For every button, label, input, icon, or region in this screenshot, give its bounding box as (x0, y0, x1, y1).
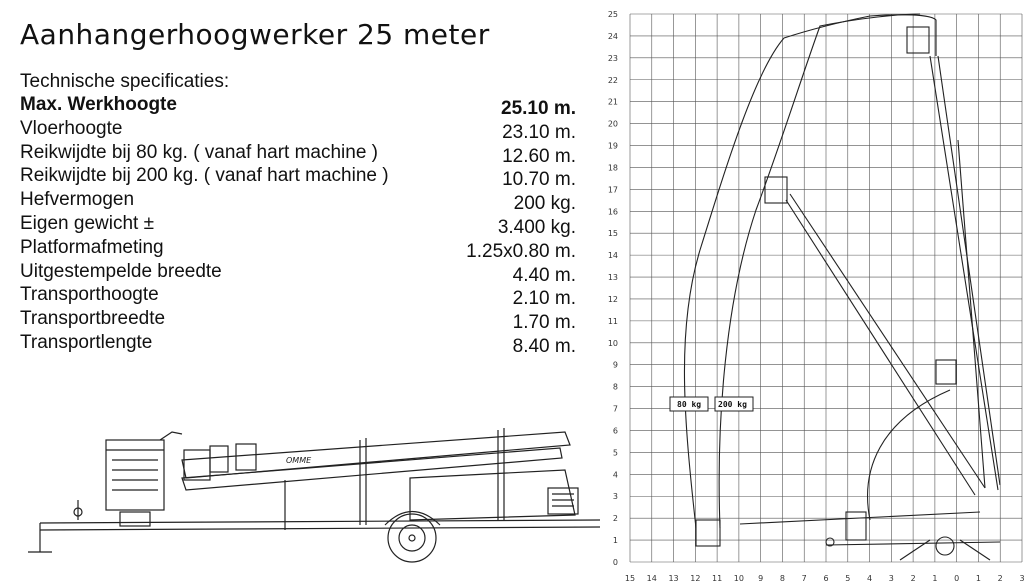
spec-label: Transportlengte (20, 331, 153, 353)
y-tick-label: 16 (608, 207, 618, 216)
spec-value: 12.60 m. (502, 145, 576, 167)
x-tick-label: 9 (758, 574, 763, 583)
x-tick-label: 11 (712, 574, 722, 583)
spec-row: Hefvermogen 200 kg. (20, 189, 576, 215)
x-tick-label: 1 (976, 574, 981, 583)
y-tick-label: 2 (613, 514, 618, 523)
spec-label: Reikwijdte bij 200 kg. ( vanaf hart mach… (20, 165, 389, 187)
specs-subtitle: Technische specificaties: (20, 71, 230, 92)
y-tick-label: 19 (608, 142, 618, 151)
envelope-80kg (683, 14, 937, 529)
spec-value: 8.40 m. (512, 335, 576, 357)
specs-list: Max. Werkhoogte 25.10 m. Vloerhoogte 23.10… (20, 94, 576, 357)
spec-value: 10.70 m. (502, 169, 576, 191)
spec-label: Transporthoogte (20, 284, 159, 306)
x-tick-label: 10 (734, 574, 744, 583)
y-tick-label: 13 (608, 273, 618, 282)
x-tick-label: 8 (780, 574, 785, 583)
y-tick-label: 6 (613, 426, 618, 435)
y-tick-label: 10 (608, 339, 618, 348)
y-axis-ticks: 0123456789101112131415161718192021222324… (608, 10, 618, 567)
y-tick-label: 1 (613, 536, 618, 545)
legend-80kg: 80 kg (677, 400, 701, 409)
spec-row: Eigen gewicht ± 3.400 kg. (20, 212, 576, 238)
y-tick-label: 25 (608, 10, 618, 19)
spec-label: Uitgestempelde breedte (20, 260, 222, 282)
x-tick-label: 3 (889, 574, 894, 583)
spec-row: Vloerhoogte 23.10 m. (20, 117, 576, 143)
spec-label: Transportbreedte (20, 308, 166, 330)
y-tick-label: 18 (608, 163, 618, 172)
spec-row: Platformafmeting 1.25x0.80 m. (20, 236, 576, 262)
y-tick-label: 7 (613, 405, 618, 414)
y-tick-label: 0 (613, 558, 618, 567)
spec-row: Transporthoogte 2.10 m. (20, 284, 576, 310)
y-tick-label: 8 (613, 383, 618, 392)
diagram-grid (629, 13, 1023, 563)
legend-200kg-box (714, 396, 754, 412)
x-tick-label: 3 (1019, 574, 1024, 583)
y-tick-label: 14 (608, 251, 618, 260)
y-tick-label: 9 (613, 361, 618, 370)
x-tick-label: 4 (867, 574, 872, 583)
y-tick-label: 24 (608, 32, 618, 41)
envelope-200kg (718, 13, 921, 529)
spec-label: Hefvermogen (20, 189, 135, 211)
x-tick-label: 1 (932, 574, 937, 583)
spec-value: 200 kg. (513, 193, 576, 215)
envelope-inner (867, 389, 951, 521)
x-tick-label: 5 (845, 574, 850, 583)
y-tick-label: 5 (613, 448, 618, 457)
spec-row: Max. Werkhoogte 25.10 m. (20, 94, 576, 119)
x-tick-label: 2 (911, 574, 916, 583)
spec-label: Max. Werkhoogte (20, 94, 177, 115)
spec-row: Uitgestempelde breedte 4.40 m. (20, 260, 576, 286)
y-tick-label: 22 (608, 76, 618, 85)
y-tick-label: 11 (608, 317, 618, 326)
x-tick-label: 2 (998, 574, 1003, 583)
x-tick-label: 6 (823, 574, 828, 583)
spec-label: Reikwijdte bij 80 kg. ( vanaf hart machi… (20, 141, 378, 163)
x-tick-label: 7 (802, 574, 807, 583)
spec-value: 3.400 kg. (497, 216, 576, 238)
y-tick-label: 21 (608, 98, 618, 107)
y-tick-label: 17 (608, 185, 618, 194)
y-tick-label: 3 (613, 492, 618, 501)
legend-200kg: 200 kg (718, 400, 747, 409)
spec-value: 1.25x0.80 m. (466, 240, 576, 262)
legend-80kg-box (669, 396, 709, 412)
spec-value: 25.10 m. (501, 98, 576, 119)
spec-value: 1.70 m. (512, 312, 576, 334)
spec-row: Transportbreedte 1.70 m. (20, 308, 576, 334)
x-tick-label: 14 (647, 574, 657, 583)
spec-label: Platformafmeting (20, 236, 164, 258)
spec-row: Transportlengte 8.40 m. (20, 331, 576, 357)
y-tick-label: 23 (608, 54, 618, 63)
y-tick-label: 12 (608, 295, 618, 304)
spec-value: 4.40 m. (512, 264, 576, 286)
x-tick-label: 15 (625, 574, 635, 583)
page-title: Aanhangerhoogwerker 25 meter (20, 18, 490, 51)
x-tick-label: 12 (690, 574, 700, 583)
spec-row: Reikwijdte bij 80 kg. ( vanaf hart machi… (20, 141, 576, 167)
spec-value: 2.10 m. (512, 288, 576, 310)
y-tick-label: 15 (608, 229, 618, 238)
spec-row: Reikwijdte bij 200 kg. ( vanaf hart mach… (20, 165, 576, 191)
spec-label: Eigen gewicht ± (20, 212, 155, 234)
y-tick-label: 4 (613, 470, 618, 479)
spec-value: 23.10 m. (502, 121, 576, 143)
x-tick-label: 13 (668, 574, 678, 583)
y-tick-label: 20 (608, 120, 618, 129)
spec-label: Vloerhoogte (20, 117, 123, 139)
x-tick-label: 0 (954, 574, 959, 583)
